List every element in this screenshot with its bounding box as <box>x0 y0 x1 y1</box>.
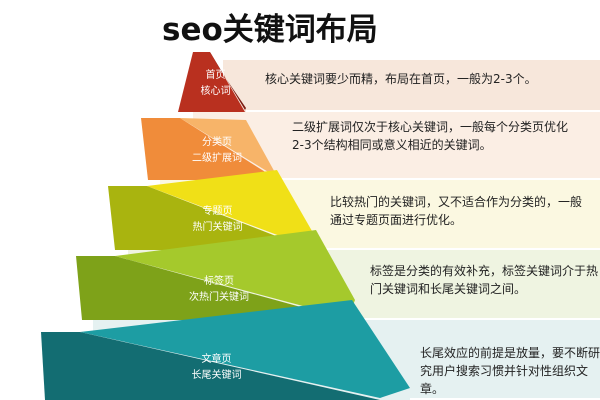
tier-side-face-5 <box>80 300 410 398</box>
tier-front-face-3 <box>108 186 312 250</box>
tier-description-1: 核心关键词要少而精，布局在首页，一般为2-3个。 <box>265 72 537 86</box>
tier-keyword-5: 长尾关键词 <box>192 368 242 381</box>
tier-name-3: 专题页 <box>203 204 233 217</box>
tier-band-1 <box>223 60 600 112</box>
tier-name-5: 文章页 <box>202 352 232 365</box>
tier-name-2: 分类页 <box>202 135 232 148</box>
tier-description-3: 比较热门的关键词，又不适合作为分类的，一般通过专题页面进行优化。 <box>330 195 583 227</box>
tier-keyword-3: 热门关键词 <box>193 220 243 233</box>
tier-side-face-1 <box>210 52 246 110</box>
tier-keyword-1: 核心词 <box>201 84 231 97</box>
tier-front-face-4 <box>76 256 348 320</box>
page-title: seo关键词布局 <box>162 12 378 48</box>
tier-name-1: 首页 <box>206 68 226 81</box>
tier-front-face-5 <box>41 332 380 400</box>
tier-front-face-2 <box>141 118 278 180</box>
tier-side-face-2 <box>180 118 278 178</box>
tier-description-4: 标签是分类的有效补充，标签关键词介于热门关键词和长尾关键词之间。 <box>370 264 599 296</box>
tier-description-5: 长尾效应的前提是放量，要不断研究用户搜索习惯并针对性组织文章。 <box>420 346 600 396</box>
tier-side-face-3 <box>147 170 316 248</box>
tier-side-face-4 <box>115 230 355 318</box>
tier-name-4: 标签页 <box>204 274 234 287</box>
tier-keyword-4: 次热门关键词 <box>189 290 249 303</box>
tier-description-2: 二级扩展词仅次于核心关键词，一般每个分类页优化2-3个结构相同或意义相近的关键词… <box>292 120 569 152</box>
tier-keyword-2: 二级扩展词 <box>192 151 242 164</box>
tier-band-2 <box>193 112 600 180</box>
tier-front-face-1 <box>178 52 245 112</box>
